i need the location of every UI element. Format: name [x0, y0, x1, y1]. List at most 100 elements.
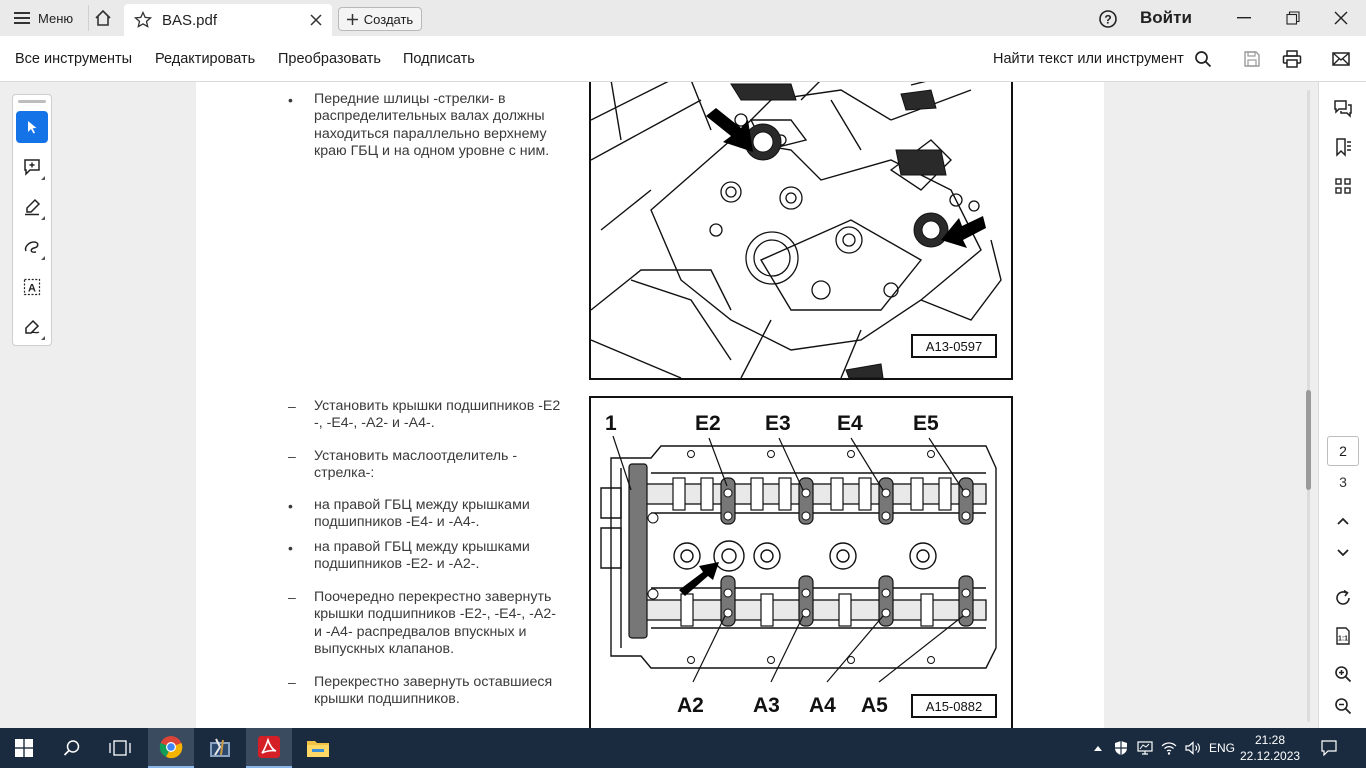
document-viewer: A • Передние шлицы -стрелки- в распредел… — [0, 82, 1366, 728]
svg-text:A: A — [28, 283, 36, 295]
menu-edit[interactable]: Редактировать — [155, 51, 256, 67]
text-line: подшипников -E2- и -A2-. — [314, 556, 480, 573]
menu-sign[interactable]: Подписать — [403, 51, 475, 67]
select-tool-button[interactable] — [16, 111, 48, 143]
zoom-in-button[interactable] — [1331, 662, 1355, 686]
print-icon — [1282, 50, 1302, 68]
taskbar-file-explorer[interactable] — [295, 728, 341, 768]
search-taskbar-button[interactable] — [48, 728, 96, 768]
restore-icon — [1286, 11, 1300, 25]
mail-icon — [1332, 52, 1350, 66]
zoom-in-icon — [1335, 666, 1352, 683]
bullet-dash: – — [288, 448, 296, 464]
find-tool-label: Найти текст или инструмент — [993, 51, 1184, 67]
actual-size-button[interactable]: 1:1 — [1331, 624, 1355, 648]
page-total: 3 — [1339, 474, 1347, 490]
hamburger-icon — [14, 12, 30, 24]
task-view-icon — [109, 740, 131, 756]
next-page-button[interactable] — [1331, 541, 1355, 565]
bullet-dot: • — [288, 498, 293, 514]
text-box-tool-button[interactable]: A — [16, 271, 48, 303]
highlighter-icon — [25, 198, 41, 216]
highlight-tool-button[interactable] — [16, 191, 48, 223]
print-button[interactable] — [1280, 47, 1304, 71]
windows-taskbar: ENG 21:28 22.12.2023 — [0, 728, 1366, 768]
tray-overflow-button[interactable] — [1088, 728, 1108, 768]
text-line: и -A4- распредвалов впускных и — [314, 623, 527, 640]
minimize-button[interactable] — [1221, 0, 1267, 36]
restore-button[interactable] — [1270, 0, 1316, 36]
clock-date: 22.12.2023 — [1240, 749, 1301, 763]
notifications-button[interactable] — [1314, 728, 1344, 768]
callout-e3: E3 — [765, 412, 791, 435]
vertical-scrollbar[interactable] — [1303, 90, 1313, 722]
tray-network[interactable] — [1158, 728, 1180, 768]
figure-cylinder-head-splines: A13-0597 — [589, 82, 1013, 380]
pdf-page: • Передние шлицы -стрелки- в распределит… — [196, 82, 1104, 728]
panel-grip[interactable] — [18, 100, 46, 103]
tray-security[interactable] — [1110, 728, 1132, 768]
document-tab[interactable]: BAS.pdf — [124, 4, 332, 36]
menu-convert[interactable]: Преобразовать — [278, 51, 381, 67]
display-icon — [1137, 741, 1153, 755]
help-button[interactable]: ? — [1098, 9, 1118, 29]
callout-a2: A2 — [677, 694, 704, 717]
close-tab-button[interactable] — [310, 14, 322, 26]
callout-a4: A4 — [809, 694, 836, 717]
figure-code-label: A13-0597 — [911, 334, 997, 358]
paragraph-tighten-crosswise: Поочередно перекрестно завернуть крышки … — [314, 589, 556, 658]
search-icon — [1194, 51, 1211, 68]
rotate-button[interactable] — [1331, 586, 1355, 610]
signin-button[interactable]: Войти — [1140, 8, 1192, 27]
menu-label: Меню — [38, 10, 74, 26]
sign-tool-button[interactable] — [16, 311, 48, 343]
add-comment-button[interactable] — [16, 151, 48, 183]
email-button[interactable] — [1329, 47, 1353, 71]
paragraph-oil-separator: Установить маслоотделитель - стрелка-: — [314, 448, 517, 483]
previous-page-button[interactable] — [1331, 509, 1355, 533]
thumbnails-button[interactable] — [1331, 174, 1355, 198]
taskbar-chrome[interactable] — [148, 728, 194, 768]
save-button[interactable] — [1240, 47, 1264, 71]
close-window-button[interactable] — [1318, 0, 1364, 36]
text-line: стрелка-: — [314, 465, 375, 482]
home-button[interactable] — [88, 5, 116, 31]
create-label: Создать — [363, 11, 414, 27]
create-button[interactable]: Создать — [338, 7, 422, 31]
pen-sign-icon — [25, 319, 40, 334]
star-icon[interactable] — [134, 11, 152, 29]
tray-display[interactable] — [1134, 728, 1156, 768]
tray-volume[interactable] — [1182, 728, 1204, 768]
bookmarks-button[interactable] — [1331, 135, 1355, 159]
menu-button[interactable]: Меню — [6, 6, 81, 30]
tray-clock[interactable]: 21:28 22.12.2023 — [1240, 732, 1300, 764]
grid-icon — [1335, 178, 1351, 194]
start-button[interactable] — [0, 728, 48, 768]
home-icon — [94, 9, 111, 26]
text-line: на правой ГБЦ между крышками — [314, 539, 530, 555]
zoom-out-button[interactable] — [1331, 694, 1355, 718]
page-number-input[interactable]: 2 — [1327, 436, 1359, 466]
callout-e4: E4 — [837, 412, 863, 435]
search-icon — [63, 740, 80, 756]
speaker-icon — [1185, 741, 1200, 755]
find-tool-search[interactable]: Найти текст или инструмент — [993, 50, 1212, 68]
taskbar-app-tools[interactable] — [197, 728, 243, 768]
figure-code-label: A15-0882 — [911, 694, 997, 718]
callout-a3: A3 — [753, 694, 780, 717]
scrollbar-thumb[interactable] — [1306, 390, 1311, 490]
text-line: находиться параллельно верхнему — [314, 125, 547, 142]
task-view-button[interactable] — [96, 728, 144, 768]
tray-language[interactable]: ENG — [1208, 741, 1235, 755]
draw-tool-button[interactable] — [16, 231, 48, 263]
taskbar-acrobat[interactable] — [246, 728, 292, 768]
svg-text:?: ? — [1104, 13, 1111, 27]
paragraph-install-caps: Установить крышки подшипников -E2 -, -E4… — [314, 398, 560, 433]
folder-icon — [307, 741, 329, 757]
comments-button[interactable] — [1331, 96, 1355, 120]
acrobat-icon — [258, 736, 280, 758]
paragraph-splines: Передние шлицы -стрелки- в распределител… — [314, 91, 549, 160]
callout-e2: E2 — [695, 412, 721, 435]
menu-all-tools[interactable]: Все инструменты — [15, 51, 133, 67]
paragraph-right-head-e4-a4: на правой ГБЦ между крышками подшипников… — [314, 497, 530, 532]
